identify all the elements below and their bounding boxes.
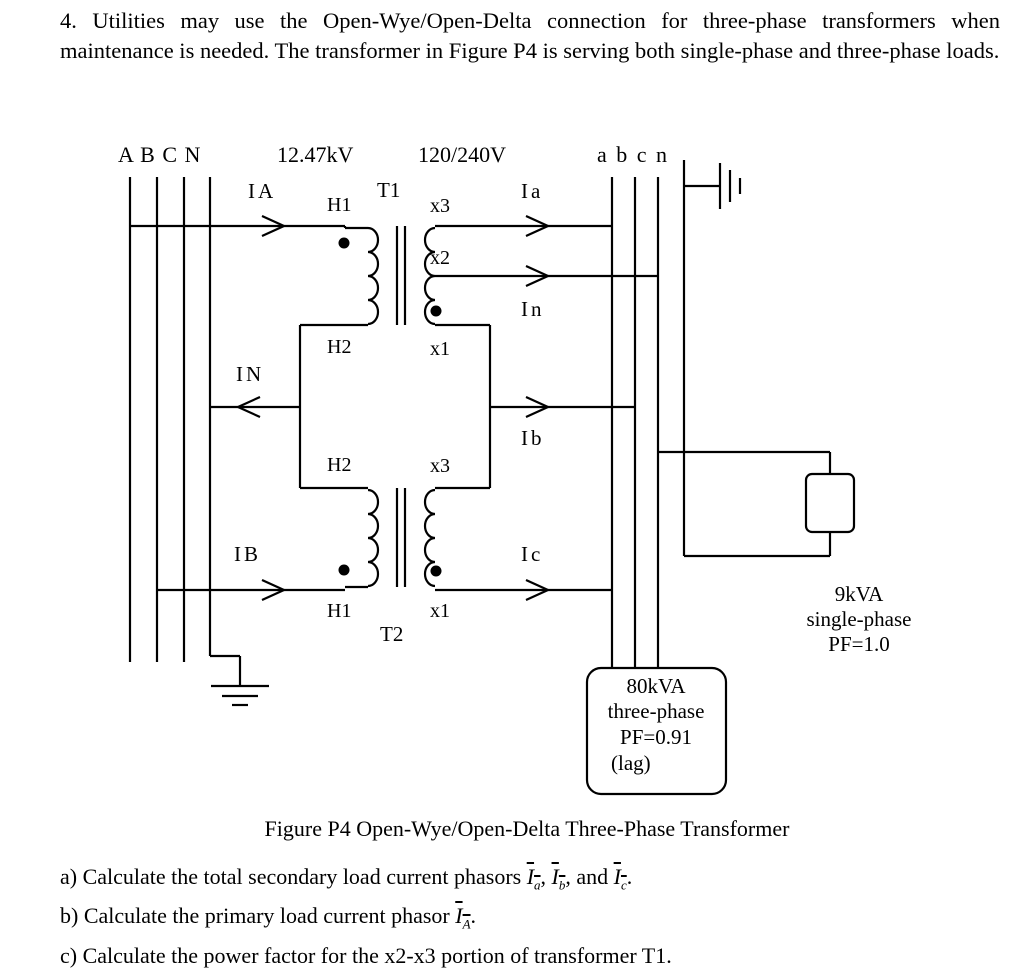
t1-x1-label: x1 bbox=[430, 338, 450, 360]
t2-h1-label: H1 bbox=[327, 600, 351, 622]
polarity-dot-T2-primary bbox=[338, 564, 350, 576]
three-phase-pf: PF=0.91 bbox=[620, 725, 692, 749]
t2-name: T2 bbox=[380, 622, 403, 646]
t1-h1-label: H1 bbox=[327, 194, 351, 216]
three-phase-load bbox=[585, 666, 728, 796]
three-phase-note: (lag) bbox=[611, 751, 651, 775]
arrow-IB bbox=[261, 578, 287, 602]
t2-x3-label: x3 bbox=[430, 455, 450, 477]
single-phase-pf: PF=1.0 bbox=[828, 632, 889, 656]
phasor-Ic: Ic bbox=[613, 864, 627, 893]
problem-statement: 4. Utilities may use the Open-Wye/Open-D… bbox=[60, 8, 1000, 63]
single-phase-type: single-phase bbox=[807, 607, 912, 631]
secondary-bus-labels: a b c n bbox=[597, 142, 669, 167]
secondary-buses bbox=[610, 160, 686, 668]
current-label-IB: IB bbox=[234, 542, 261, 566]
current-label-In: In bbox=[521, 297, 545, 321]
t2-x1-label: x1 bbox=[430, 600, 450, 622]
arrow-IN bbox=[235, 395, 261, 419]
t1-name: T1 bbox=[377, 178, 400, 202]
current-label-Ia: Ia bbox=[521, 179, 543, 203]
primary-voltage-label: 12.47kV bbox=[277, 142, 354, 167]
current-label-Ic: Ic bbox=[521, 542, 543, 566]
arrow-Ic bbox=[525, 578, 551, 602]
question-b: b) Calculate the primary load current ph… bbox=[60, 903, 477, 932]
question-a: a) Calculate the total secondary load cu… bbox=[60, 864, 633, 893]
phasor-Ia: Ia bbox=[526, 864, 541, 893]
primary-buses bbox=[128, 177, 212, 662]
polarity-dot-T2-secondary bbox=[430, 565, 442, 577]
t1-x3-label: x3 bbox=[430, 195, 450, 217]
primary-bus-labels: A B C N bbox=[118, 142, 201, 167]
transformer-T2 bbox=[338, 486, 442, 589]
t1-h2-label: H2 bbox=[327, 336, 351, 358]
current-label-Ib: Ib bbox=[521, 426, 545, 450]
secondary-voltage-label: 120/240V bbox=[418, 142, 506, 167]
figure-caption: Figure P4 Open-Wye/Open-Delta Three-Phas… bbox=[264, 816, 790, 841]
three-phase-type: three-phase bbox=[608, 699, 705, 723]
phasor-Ib: Ib bbox=[551, 864, 566, 893]
secondary-ground-symbol bbox=[684, 163, 742, 209]
transformer-T1 bbox=[338, 226, 442, 327]
polarity-dot-T1-primary bbox=[338, 237, 350, 249]
phasor-IA: IA bbox=[455, 903, 471, 932]
primary-wires bbox=[130, 224, 345, 592]
t2-h2-label: H2 bbox=[327, 454, 351, 476]
arrow-IA bbox=[261, 214, 287, 238]
question-c: c) Calculate the power factor for the x2… bbox=[60, 942, 672, 968]
polarity-dot-T1-secondary bbox=[430, 305, 442, 317]
arrow-Ib bbox=[525, 395, 551, 419]
ground-symbol bbox=[210, 654, 269, 707]
single-phase-rating: 9kVA bbox=[835, 582, 884, 606]
t1-x2-label: x2 bbox=[430, 247, 450, 269]
single-phase-load bbox=[658, 450, 856, 558]
current-label-IN: IN bbox=[236, 362, 264, 386]
current-label-IA: IA bbox=[248, 179, 276, 203]
arrow-Ia bbox=[525, 214, 551, 238]
three-phase-rating: 80kVA bbox=[626, 674, 686, 698]
secondary-wires bbox=[435, 224, 658, 592]
arrow-In bbox=[525, 264, 551, 288]
question-list: a) Calculate the total secondary load cu… bbox=[60, 861, 672, 971]
